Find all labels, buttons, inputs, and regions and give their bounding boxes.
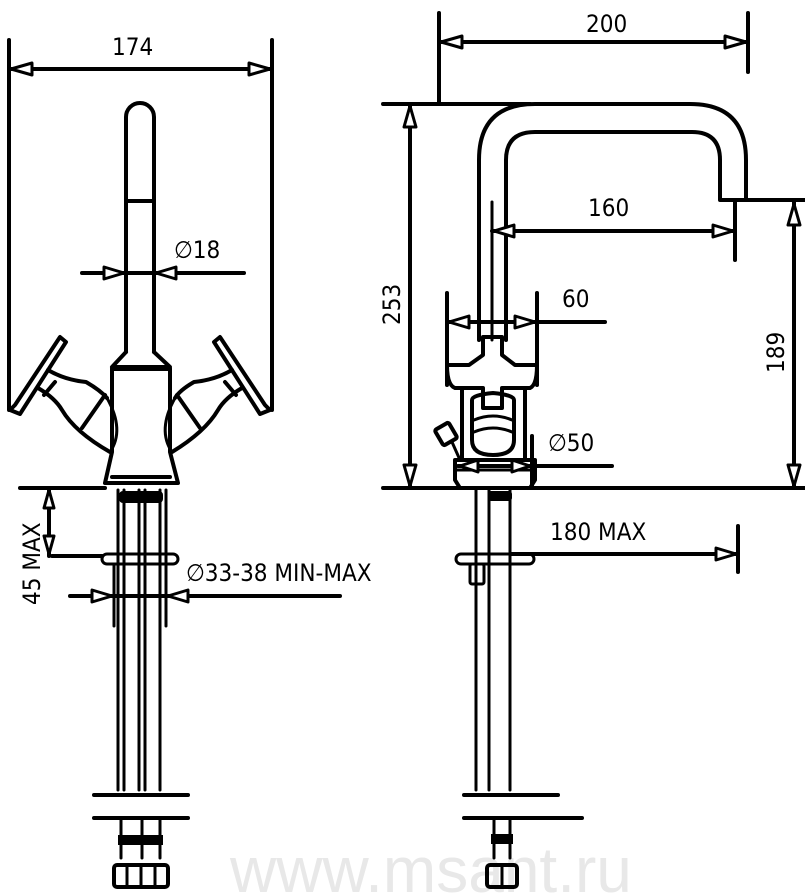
dim-label-18: ∅18 <box>174 236 220 264</box>
supply-hose-side <box>462 793 584 889</box>
dimension-base-diameter: ∅50 <box>456 429 614 490</box>
dim-label-253: 253 <box>378 284 406 325</box>
left-handle <box>8 335 112 454</box>
dim-label-50: ∅50 <box>548 429 594 457</box>
dimension-handle-width: 60 <box>445 285 607 387</box>
dimension-mount-thickness: 45 MAX <box>18 486 56 605</box>
mount-front <box>18 486 180 792</box>
dimension-spout-inner-reach: 160 <box>490 194 737 262</box>
dimension-spout-diameter: ∅18 <box>80 236 246 281</box>
spout-front <box>124 101 156 354</box>
dim-label-200: 200 <box>586 10 627 38</box>
dimension-hole-diameter: ∅33-38 MIN-MAX <box>68 559 372 604</box>
faucet-body-front <box>103 350 180 485</box>
dim-label-45max: 45 MAX <box>18 522 46 605</box>
dimension-spout-reach: 200 <box>437 10 750 106</box>
mount-side <box>454 488 536 792</box>
dimension-overall-height: 253 <box>378 102 418 490</box>
dim-label-60: 60 <box>562 285 589 313</box>
dim-label-189: 189 <box>762 332 790 373</box>
front-view: 174 ∅18 <box>7 33 372 889</box>
dim-label-33-38: ∅33-38 MIN-MAX <box>186 559 372 587</box>
side-view: 200 160 253 189 <box>378 10 805 889</box>
dim-label-160: 160 <box>588 194 629 222</box>
supply-hoses-front <box>92 793 190 889</box>
right-handle <box>170 335 272 454</box>
dimension-overall-width: 174 <box>7 33 274 412</box>
dim-label-174: 174 <box>112 33 153 61</box>
spout-side <box>477 102 805 342</box>
dimension-spout-height: 189 <box>762 200 802 490</box>
dim-label-180max: 180 MAX <box>550 518 646 546</box>
watermark: www.msant.ru <box>229 834 632 893</box>
dimension-pop-up-reach: 180 MAX <box>508 518 740 574</box>
